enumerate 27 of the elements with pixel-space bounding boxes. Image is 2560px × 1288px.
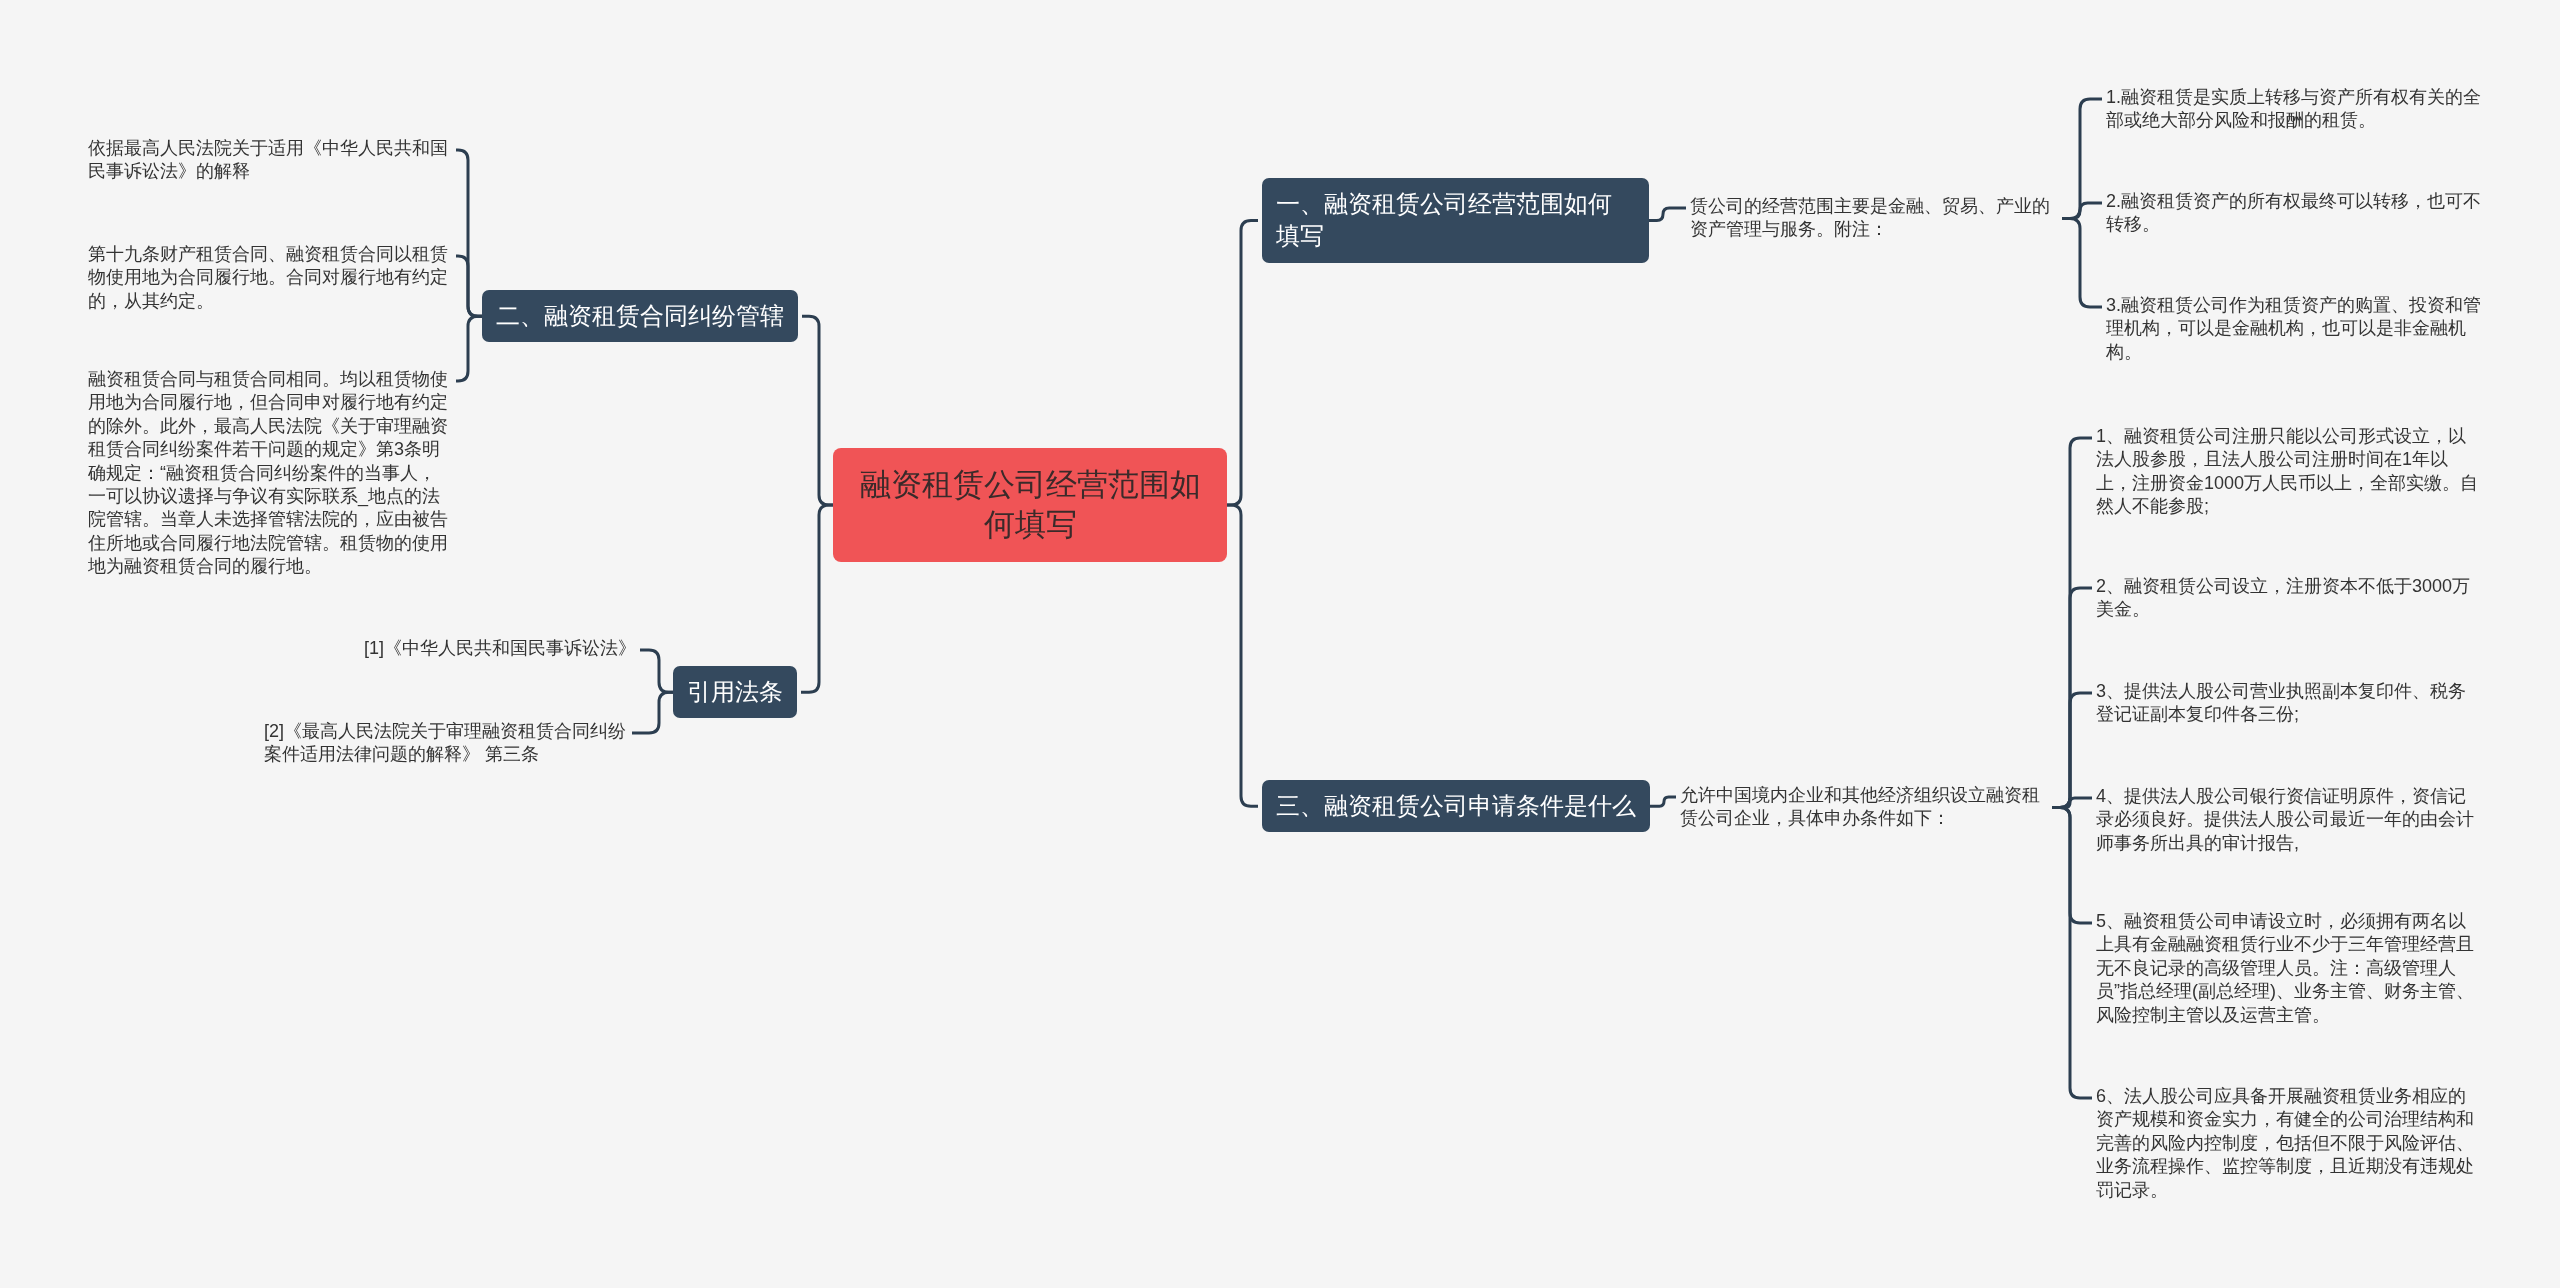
note-text: 赁公司的经营范围主要是金融、贸易、产业的资产管理与服务。附注：: [1690, 195, 2062, 242]
connector-line: [1650, 795, 1676, 808]
note-text: 3、提供法人股公司营业执照副本复印件、税务登记证副本复印件各三份;: [2096, 680, 2481, 727]
topic-box: 引用法条: [673, 666, 797, 719]
topic-box: 一、融资租赁公司经营范围如何填写: [1262, 178, 1649, 263]
note-text: 3.融资租赁公司作为租赁资产的购置、投资和管理机构，可以是金融机构，也可以是非金融机构。: [2106, 294, 2486, 365]
connector-line: [1227, 503, 1258, 808]
connector-line: [455, 314, 482, 383]
note-text: [1]《中华人民共和国民事诉讼法》: [364, 637, 636, 661]
note-text: 4、提供法人股公司银行资信证明原件，资信记录必须良好。提供法人股公司最近一年的由会计师事务所出具的审计报告,: [2096, 785, 2481, 856]
note-text: 1、融资租赁公司注册只能以公司形式设立，以法人股参股，且法人股公司注册时间在1年以上，注册资金1000万人民币以上，全部实缴。自然人不能参股;: [2096, 425, 2481, 519]
connector-line: [632, 690, 673, 735]
topic-box: 二、融资租赁合同纠纷管辖: [482, 290, 798, 343]
topic-box: 三、融资租赁公司申请条件是什么: [1262, 780, 1650, 833]
note-text: 6、法人股公司应具备开展融资租赁业务相应的资产规模和资金实力，有健全的公司治理结构和完善的风险内控制度，包括但不限于风险评估、业务流程操作、监控等制度，且近期没有违规处罚记录。: [2096, 1085, 2481, 1202]
connector-line: [801, 503, 833, 694]
note-text: 融资租赁合同与租赁合同相同。均以租赁物使用地为合同履行地，但合同申对履行地有约定的除外。此外，最高人民法院《关于审理融资租赁合同纠纷案件若干问题的规定》第3条明确规定：“融资租赁合同纠纷案件的当事人，一可以协议遗择与争议有实际联系_地点的法院管辖。当章人未选择管辖法院的，应由被告住所地或合同履行地法院管辖。租赁物的使用地为融资租赁合同的履行地。: [88, 368, 452, 579]
note-text: [2]《最高人民法院关于审理融资租赁合同纠纷案件适用法律问题的解释》 第三条: [264, 720, 628, 767]
note-text: 2.融资租赁资产的所有权最终可以转移，也可不转移。: [2106, 190, 2486, 237]
note-text: 依据最高人民法院关于适用《中华人民共和国民事诉讼法》的解释: [88, 137, 452, 184]
note-text: 第十九条财产租赁合同、融资租赁合同以租赁物使用地为合同履行地。合同对履行地有约定的，从其约定。: [88, 243, 452, 314]
central-topic-box: 融资租赁公司经营范围如何填写: [833, 448, 1227, 562]
connector-line: [1649, 206, 1686, 222]
note-text: 2、融资租赁公司设立，注册资本不低于3000万美金。: [2096, 575, 2481, 622]
note-text: 允许中国境内企业和其他经济组织设立融资租赁公司企业，具体申办条件如下：: [1680, 784, 2052, 831]
note-text: 5、融资租赁公司申请设立时，必须拥有两名以上具有金融融资租赁行业不少于三年管理经营且无不良记录的高级管理人员。注：高级管理人员”指总经理(副总经理)、业务主管、财务主管、风险控制主管以及运营主管。: [2096, 910, 2481, 1027]
note-text: 1.融资租赁是实质上转移与资产所有权有关的全部或绝大部分风险和报酬的租赁。: [2106, 86, 2486, 133]
